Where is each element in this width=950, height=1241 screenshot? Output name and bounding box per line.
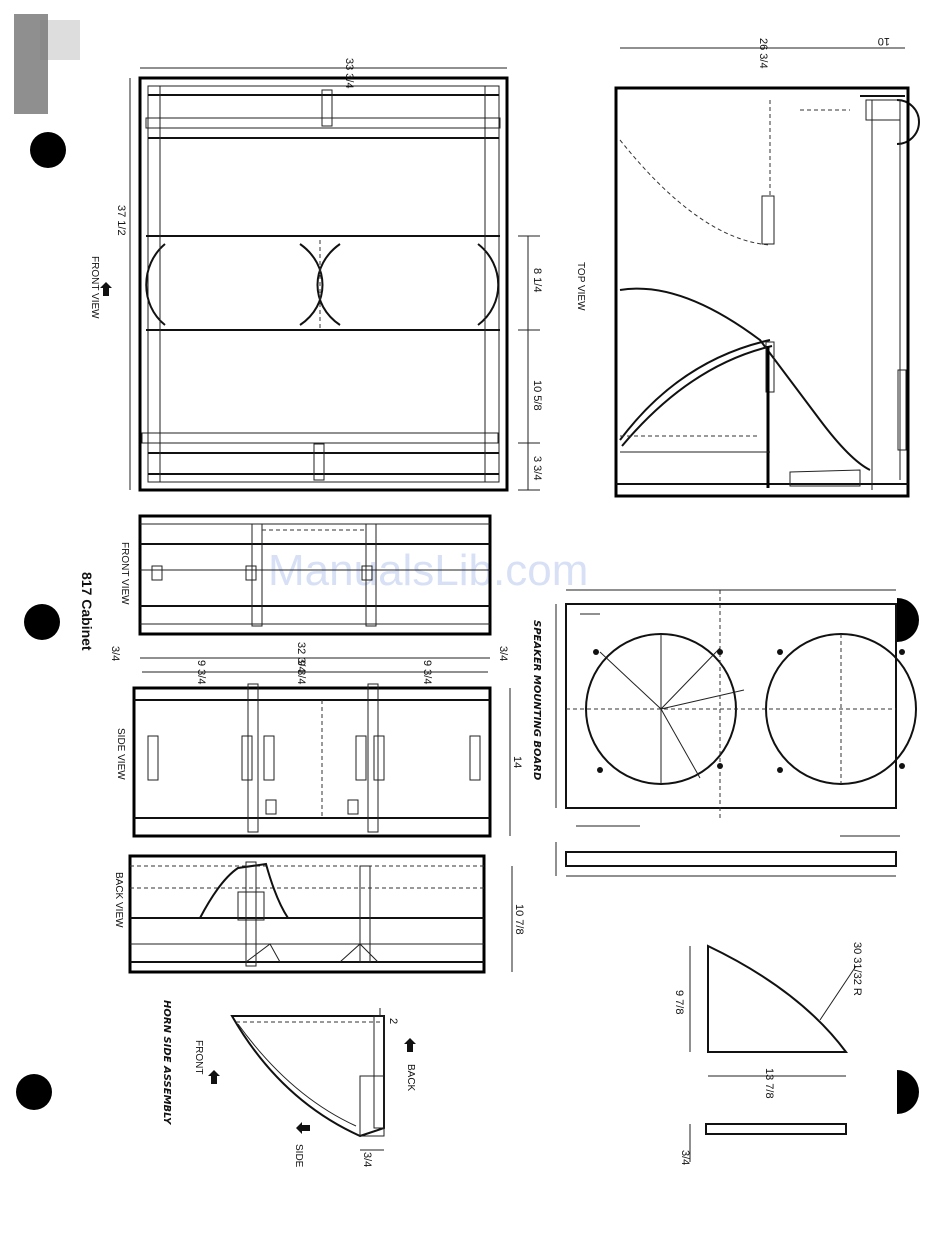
label-front-arrow: FRONT — [193, 1040, 204, 1074]
dim-horn-top: 2 — [387, 1018, 399, 1024]
label-back-view: BACK VIEW — [113, 872, 124, 928]
top-view-drawing — [616, 48, 908, 496]
dim-height-left: 37 1/2 — [115, 205, 127, 236]
back-view-drawing — [130, 856, 512, 972]
label-side-arrow: SIDE — [293, 1144, 304, 1168]
front-view-drawing — [130, 68, 540, 490]
speaker-board-drawing — [556, 590, 916, 876]
side-arrow-icon — [296, 1122, 310, 1134]
horn-profile-drawing — [690, 946, 856, 1162]
label-side-view: SIDE VIEW — [115, 728, 126, 780]
punch-hole-2 — [24, 604, 60, 640]
label-horn-side-assembly: HORN SIDE ASSEMBLY — [161, 1000, 172, 1126]
label-speaker-mounting-board: SPEAKER MOUNTING BOARD — [531, 620, 542, 780]
dim-side-seg1: 9 3/4 — [195, 660, 207, 684]
label-front-view-frame: FRONT VIEW — [119, 542, 130, 605]
dim-width-top: 33 3/4 — [343, 58, 355, 89]
binding-mark-1 — [897, 598, 919, 642]
dim-horn-profile-thick: 3/4 — [679, 1150, 691, 1165]
label-top-view: TOP VIEW — [575, 262, 586, 311]
label-front-view-top: FRONT VIEW — [89, 256, 100, 319]
dim-top-edge: 10 — [878, 35, 890, 47]
dim-c: 3 3/4 — [531, 456, 543, 480]
dim-side-height: 14 — [511, 756, 523, 768]
punch-hole-3 — [16, 1074, 52, 1110]
dim-a: 8 1/4 — [531, 268, 543, 292]
side-view-drawing — [134, 658, 510, 836]
dim-top-width: 26 3/4 — [757, 38, 769, 69]
dim-b: 10 5/8 — [531, 380, 543, 411]
dim-side-edge-left: 3/4 — [109, 646, 121, 661]
front-arrow-icon — [100, 282, 112, 296]
dim-side-seg2: 9 3/4 — [295, 660, 307, 684]
dim-horn-profile-base: 13 7/8 — [763, 1068, 775, 1099]
dim-back-height: 10 7/8 — [513, 904, 525, 935]
front-arrow-icon-2 — [208, 1070, 220, 1084]
dim-radius: 30 31/32 R — [851, 942, 863, 996]
dim-side-seg3: 9 3/4 — [421, 660, 433, 684]
sheet-title: 817 Cabinet — [79, 572, 95, 651]
back-arrow-icon — [404, 1038, 416, 1052]
binding-mark-2 — [897, 1070, 919, 1114]
dim-horn-thick: 3/4 — [361, 1152, 373, 1167]
dim-horn-profile-height: 9 7/8 — [673, 990, 685, 1014]
label-back-arrow: BACK — [405, 1064, 416, 1092]
punch-hole-1 — [30, 132, 66, 168]
dim-side-edge-right: 3/4 — [497, 646, 509, 661]
